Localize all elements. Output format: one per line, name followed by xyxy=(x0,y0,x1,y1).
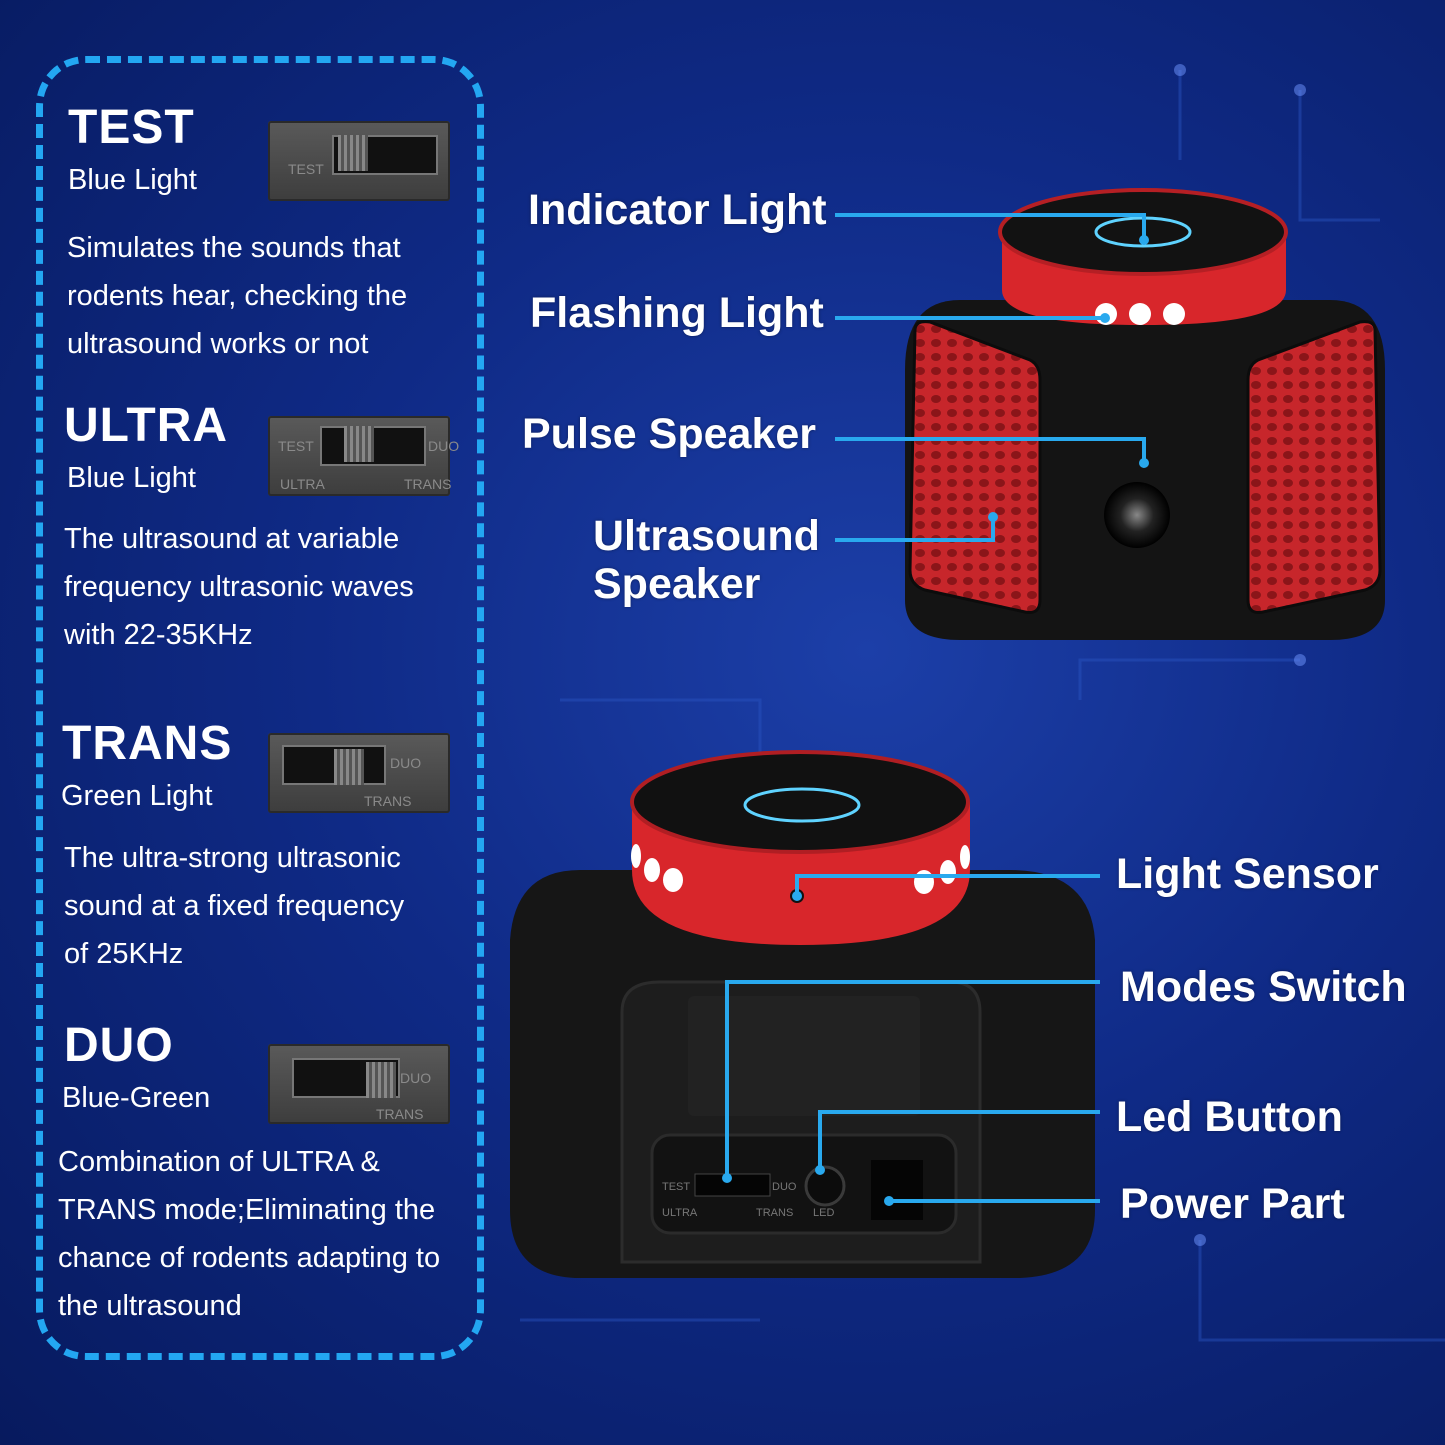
switch-label-trans: TRANS xyxy=(404,476,452,492)
description-line: rodents hear, checking the xyxy=(67,280,408,312)
mode-ultra-light: Blue Light xyxy=(67,462,196,494)
mode-trans-light: Green Light xyxy=(61,780,213,812)
ultrasound-speaker-lens xyxy=(1104,482,1170,548)
mode-ultra: ULTRA Blue Light xyxy=(64,402,228,495)
switch-duo-image: DUO TRANS xyxy=(268,1044,450,1124)
callout-pulse-speaker: Pulse Speaker xyxy=(522,410,817,458)
description-line: frequency ultrasonic waves xyxy=(64,571,414,603)
mode-test-description: Simulates the sounds that rodents hear, … xyxy=(67,224,487,368)
mode-trans: TRANS Green Light xyxy=(61,717,233,813)
switch-knob xyxy=(344,426,374,462)
leader-lines xyxy=(725,213,1146,1203)
description-line: the ultrasound xyxy=(58,1290,242,1322)
description-line: with 22-35KHz xyxy=(64,619,253,651)
description-line: Combination of ULTRA & xyxy=(58,1146,380,1178)
callout-indicator-light: Indicator Light xyxy=(528,186,827,234)
device-top xyxy=(905,188,1385,640)
description-line: sound at a fixed frequency xyxy=(64,890,405,922)
switch-label-test: TEST xyxy=(278,438,314,454)
switch-knob xyxy=(338,135,368,171)
switch-label-duo: DUO xyxy=(400,1070,432,1086)
device-switch-label-duo: DUO xyxy=(772,1181,797,1193)
mode-ultra-title: ULTRA xyxy=(64,399,229,452)
description-line: chance of rodents adapting to xyxy=(58,1242,441,1274)
mode-test-light: Blue Light xyxy=(68,164,197,196)
callout-modes-switch: Modes Switch xyxy=(1120,963,1407,1011)
device-label-led: LED xyxy=(813,1207,834,1219)
mode-test: TEST Blue Light xyxy=(68,104,197,197)
switch-label-trans: TRANS xyxy=(364,793,412,809)
switch-ultra-image: TEST DUO ULTRA TRANS xyxy=(268,416,459,496)
switch-label-test: TEST xyxy=(288,161,324,177)
device-switch-label-trans: TRANS xyxy=(756,1207,793,1219)
switch-knob xyxy=(366,1062,396,1098)
device-switch-label-ultra: ULTRA xyxy=(662,1207,698,1219)
mode-test-title: TEST xyxy=(68,101,195,154)
callout-flashing-light: Flashing Light xyxy=(530,289,824,337)
mode-ultra-description: The ultrasound at variable frequency ult… xyxy=(64,515,484,659)
description-line: TRANS mode;Eliminating the xyxy=(58,1194,436,1226)
switch-label-trans: TRANS xyxy=(376,1106,424,1122)
mode-duo-description: Combination of ULTRA & TRANS mode;Elimin… xyxy=(58,1138,478,1330)
mode-duo: DUO Blue-Green xyxy=(62,1019,211,1115)
switch-label-duo: DUO xyxy=(428,438,460,454)
description-line: The ultrasound at variable xyxy=(64,523,400,555)
switch-label-ultra: ULTRA xyxy=(280,476,325,492)
switch-knob xyxy=(334,749,364,785)
description-line: of 25KHz xyxy=(64,938,184,970)
switch-test-image: TEST xyxy=(268,121,450,201)
mode-duo-title: DUO xyxy=(64,1019,174,1072)
callout-led-button: Led Button xyxy=(1116,1093,1343,1141)
switch-trans-image: DUO TRANS xyxy=(268,733,450,813)
description-line: Simulates the sounds that xyxy=(67,232,401,264)
callout-ultrasound: Ultrasound xyxy=(593,512,820,560)
mode-duo-light: Blue-Green xyxy=(62,1082,211,1114)
mode-trans-description: The ultra-strong ultrasonic sound at a f… xyxy=(64,834,484,978)
callout-speaker: Speaker xyxy=(593,560,761,608)
modes-panel xyxy=(36,56,484,1360)
mode-trans-title: TRANS xyxy=(62,717,233,770)
device-bottom xyxy=(510,750,1095,1278)
description-line: ultrasound works or not xyxy=(67,328,369,360)
callout-light-sensor: Light Sensor xyxy=(1116,850,1379,898)
description-line: The ultra-strong ultrasonic xyxy=(64,842,401,874)
device-switch-label-test: TEST xyxy=(662,1181,690,1193)
callout-power-part: Power Part xyxy=(1120,1180,1345,1228)
switch-label-duo: DUO xyxy=(390,755,422,771)
